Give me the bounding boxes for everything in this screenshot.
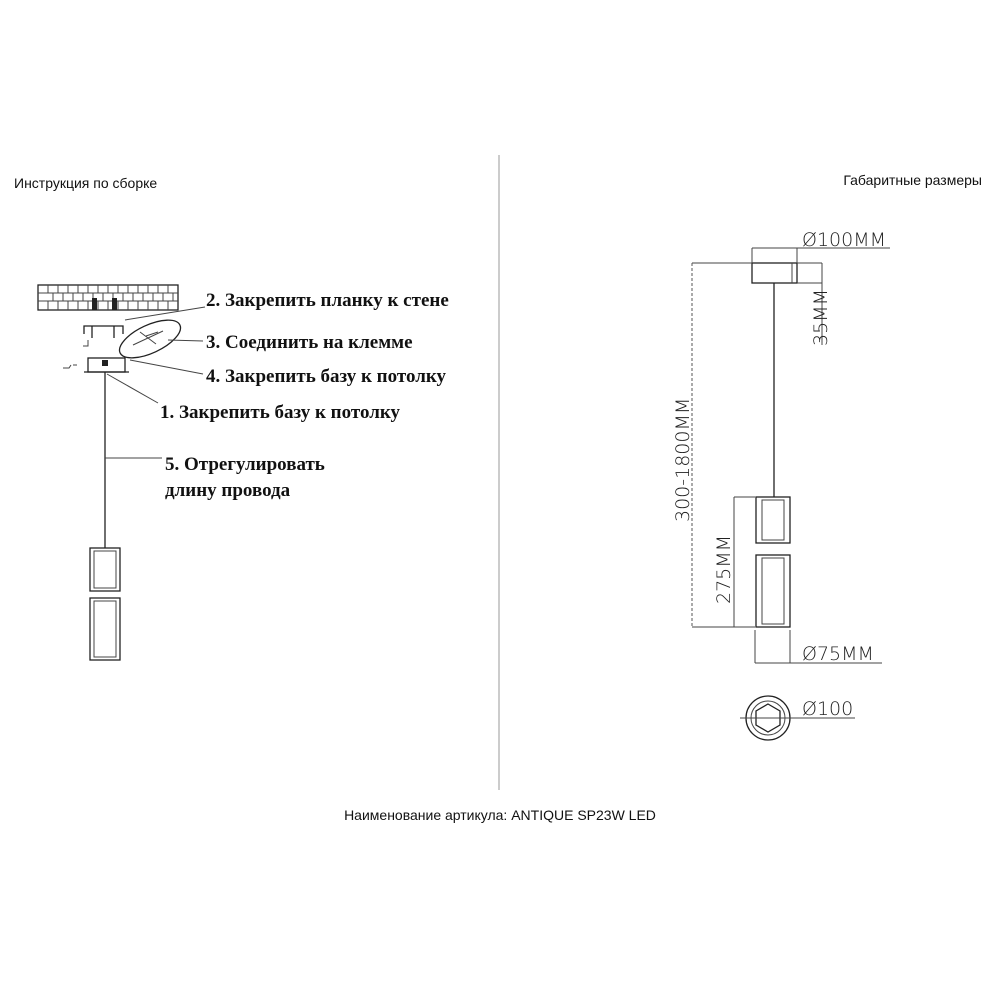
article-caption: Наименование артикула: ANTIQUE SP23W LED: [344, 807, 656, 823]
step-5: 5. Отрегулировать: [165, 454, 325, 475]
step-4: 4. Закрепить базу к потолку: [206, 366, 447, 387]
terminal-icon: [118, 319, 182, 359]
shade-length: 275MM: [713, 535, 735, 604]
total-length: 300-1800MM: [672, 398, 694, 522]
top-view-icon: [740, 695, 855, 741]
step-3: 3. Соединить на клемме: [206, 332, 413, 353]
shade-diameter: Ø75MM: [802, 643, 874, 665]
step-5-cont: длину провода: [165, 480, 291, 501]
leader-lines: [105, 306, 206, 459]
canopy-icon: [751, 262, 798, 284]
lamp-shades-icon: [755, 496, 791, 628]
canopy-height: 35MM: [810, 289, 832, 346]
wall-icon: [37, 284, 179, 311]
heading-dimensions: Габаритные размеры: [843, 172, 982, 188]
canopy-diameter: Ø100MM: [802, 229, 886, 251]
top-view-diameter: Ø100: [802, 698, 853, 720]
dimension-lines: [692, 247, 890, 664]
step-1: 1. Закрепить базу к потолку: [160, 402, 401, 423]
ceiling-base-icon: [63, 357, 129, 373]
step-2: 2. Закрепить планку к стене: [206, 290, 449, 311]
lamp-shades-icon: [89, 547, 121, 661]
mounting-bracket-icon: [83, 325, 124, 347]
heading-assembly: Инструкция по сборке: [14, 175, 157, 191]
